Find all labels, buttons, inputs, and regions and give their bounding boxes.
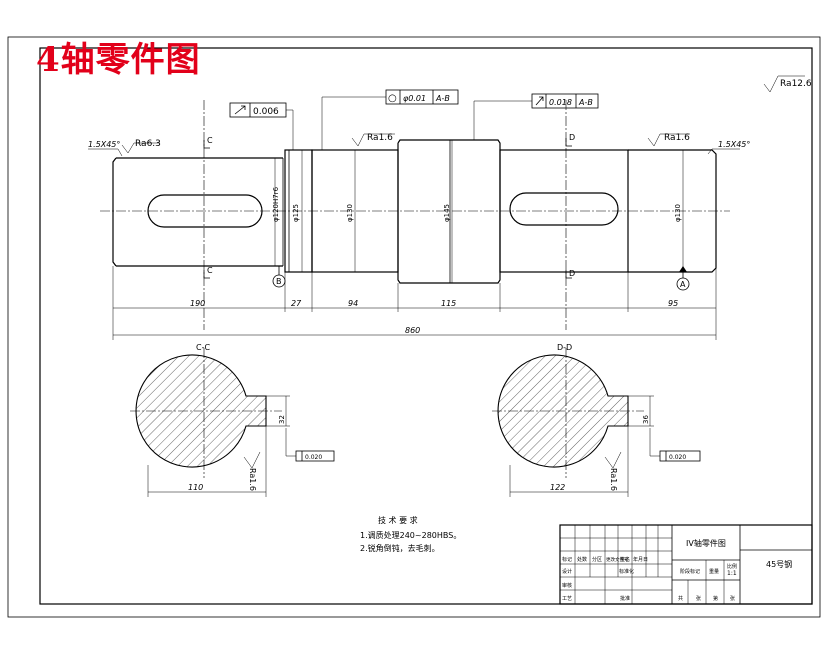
chamfer-left: 1.5X45° <box>88 140 120 149</box>
datum-a: A <box>680 280 686 289</box>
tb-cell: 阶段标记 <box>680 568 700 575</box>
length-total: 860 <box>405 326 420 335</box>
cylindricity-value: φ0.01 <box>403 94 426 103</box>
sym-frame-left: 0.020 <box>285 428 335 462</box>
tech-heading: 技 术 要 求 <box>378 515 418 525</box>
title-block-scale: 1:1 <box>727 570 737 577</box>
tb-cell: 设计 <box>562 568 572 575</box>
section-dd-width: 36 <box>642 415 650 424</box>
title-block-material: 45号钢 <box>766 559 792 569</box>
runout-right-value: 0.018 <box>549 98 572 107</box>
tb-cell: 处数 <box>577 556 587 563</box>
section-dd: D-D 36 122 Ra1.6 0.020 <box>492 343 701 497</box>
tb-cell: 标准化 <box>619 568 634 575</box>
tb-cell: 标记 <box>562 556 572 563</box>
section-cc-depth: 110 <box>188 483 203 492</box>
inner-frame <box>39 47 813 605</box>
shaft-view: C C D D φ120H7r6 φ125 φ130 φ145 φ130 B A <box>88 89 750 340</box>
length-4: 115 <box>441 299 456 308</box>
section-cc-label: C-C <box>196 343 210 352</box>
tb-cell: 审核 <box>562 582 572 589</box>
tb-cell: 张 <box>696 595 701 602</box>
section-c-top: C <box>207 136 213 145</box>
technical-requirements: 技 术 要 求 1.调质处理240~280HBS。 2.锐角倒钝，去毛刺。 <box>360 515 461 553</box>
section-dd-label: D-D <box>557 343 572 352</box>
general-roughness-label: Ra12.6 <box>780 79 812 89</box>
tb-cell: 年月日 <box>633 556 648 563</box>
tb-cell: 比例 <box>727 563 737 570</box>
tb-cell: 张 <box>730 595 735 602</box>
tb-cell: 分区 <box>592 556 602 563</box>
length-5: 95 <box>668 299 678 308</box>
cylindricity-symbol: ○ <box>388 93 397 104</box>
section-dd-depth: 122 <box>550 483 565 492</box>
roughness-keyway-right: Ra1.6 <box>609 468 618 491</box>
datum-b: B <box>276 277 282 286</box>
section-c-bottom: C <box>207 266 213 275</box>
tb-cell: 第 <box>713 595 718 602</box>
section-d-bottom: D <box>569 269 575 278</box>
section-d-top: D <box>569 133 575 142</box>
diameter-2: φ125 <box>292 204 300 222</box>
title-block: IV轴零件图 45号钢 1:1 标记 处数 分区 更改文件号 签名 年月日 设计… <box>559 524 813 605</box>
diameter-3: φ130 <box>346 204 354 222</box>
diameter-4: φ145 <box>443 204 451 222</box>
diameter-1: φ120H7r6 <box>272 186 280 222</box>
tb-cell: 共 <box>678 595 683 602</box>
cylindricity-datum: A-B <box>435 94 450 103</box>
runout-right-datum: A-B <box>578 98 593 107</box>
tb-cell: 工艺 <box>562 596 572 602</box>
roughness-bearing-seat: Ra1.6 <box>367 133 393 143</box>
diameter-5: φ130 <box>674 204 682 222</box>
tech-line-1: 1.调质处理240~280HBS。 <box>360 530 461 540</box>
runout-frame-left: 0.006 <box>229 102 294 150</box>
sym-frame-right: 0.020 <box>649 428 701 462</box>
tech-line-2: 2.锐角倒钝，去毛刺。 <box>360 543 440 553</box>
outer-frame <box>7 36 821 618</box>
roughness-right-seat: Ra1.6 <box>664 133 690 143</box>
section-cc-width: 32 <box>278 415 286 424</box>
sym-left-value: 0.020 <box>305 454 322 461</box>
title-block-part-name: IV轴零件图 <box>686 538 726 548</box>
length-2: 27 <box>291 299 302 308</box>
chamfer-right: 1.5X45° <box>718 140 750 149</box>
length-3: 94 <box>348 299 358 308</box>
general-roughness: Ra12.6 <box>763 75 812 93</box>
roughness-keyway-left: Ra1.6 <box>248 468 257 491</box>
length-1: 190 <box>190 299 205 308</box>
tb-cell: 批准 <box>620 595 630 602</box>
tb-cell: 重量 <box>709 568 719 575</box>
cylindricity-frame: ○ φ0.01 A-B <box>321 89 459 150</box>
roughness-left-end: Ra6.3 <box>135 139 161 149</box>
tb-cell: 更改文件号 <box>606 556 629 563</box>
tb-cell: 签名 <box>620 556 630 563</box>
runout-frame-right: 0.018 A-B <box>473 93 599 140</box>
runout-left-value: 0.006 <box>253 107 279 117</box>
sym-right-value: 0.020 <box>669 454 686 461</box>
page-title: 4轴零件图 <box>36 40 201 80</box>
section-cc: C-C 32 110 Ra1.6 0.020 <box>130 343 335 497</box>
